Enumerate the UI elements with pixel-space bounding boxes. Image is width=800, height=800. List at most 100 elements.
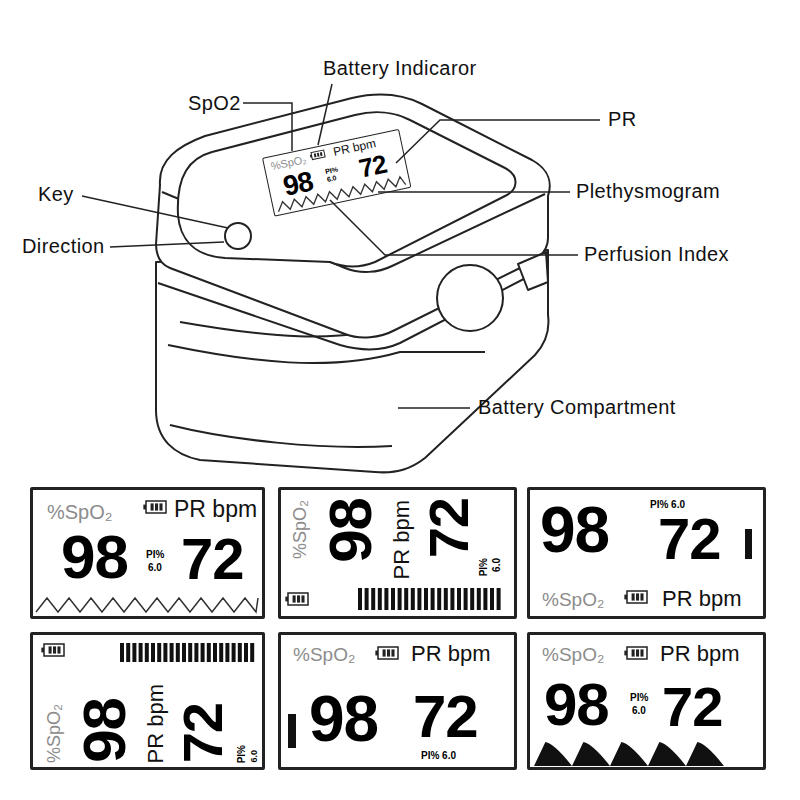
signal-bar — [288, 714, 296, 748]
top-panel — [178, 112, 516, 266]
callout-label: Direction — [22, 235, 105, 258]
callout-label: Perfusion Index — [584, 243, 729, 266]
leader-line — [398, 407, 470, 409]
parameter-label: %SpO₂ — [47, 502, 113, 522]
bar-graph-segment — [188, 643, 192, 662]
hinge-tab — [518, 252, 548, 290]
battery-level-bar — [636, 649, 639, 656]
battery-level-bar — [151, 503, 154, 510]
unit-label: PR bpm — [391, 500, 413, 579]
reading-value: 98 — [309, 687, 378, 751]
bar-graph-segment — [126, 643, 130, 662]
battery-level-bar — [57, 646, 60, 653]
bar-graph-segment — [219, 643, 223, 662]
pi-text: PI% — [479, 558, 489, 576]
reading-value: 72 — [175, 703, 231, 763]
battery-level-bar — [53, 646, 56, 653]
battery-terminal — [285, 597, 288, 602]
pi-text: PI% 6.0 — [421, 751, 456, 761]
bar-graph-segment — [450, 588, 454, 610]
bar-graph-segment — [477, 588, 481, 610]
unit-label: PR bpm — [660, 643, 739, 665]
bar-graph-segment — [232, 643, 236, 662]
bar-graph-segment — [194, 643, 198, 662]
battery-level-bar — [387, 649, 390, 656]
battery-terminal — [41, 648, 44, 653]
callout-label: PR — [608, 108, 637, 131]
battery-icon — [146, 501, 166, 513]
display-screen: %SpO₂98PR bpm72PI%6.0 — [30, 632, 265, 770]
reading-value: 72 — [662, 679, 722, 735]
bar-graph-segment — [404, 588, 408, 610]
battery-terminal — [375, 651, 378, 656]
battery-level-bar — [391, 649, 394, 656]
battery-door-edge — [170, 425, 392, 447]
pi-text: PI% — [630, 693, 648, 703]
battery-level-bar — [49, 646, 52, 653]
bar-graph-segment — [371, 588, 375, 610]
reading-value: 98 — [544, 675, 609, 735]
callout-label: Battery Indicaror — [323, 57, 477, 80]
battery-icon — [288, 593, 308, 605]
unit-label: PR bpm — [411, 643, 490, 665]
bar-graph-segment — [391, 588, 395, 610]
pi-text: PI% — [146, 550, 164, 560]
bar-graph-segment — [431, 588, 435, 610]
display-screen: %SpO₂98PR bpm72PI%6.0 — [278, 487, 517, 619]
bar-graph-segment — [163, 643, 167, 662]
display-screen: %SpO₂ PR bpm 98 PI% 6.0 72 — [30, 487, 265, 619]
leader-line — [396, 120, 600, 163]
reading-value: 72 — [421, 498, 477, 558]
battery-level-bar — [383, 649, 386, 656]
bar-graph-segment — [225, 643, 229, 662]
battery-level-bar — [159, 503, 162, 510]
bar-graph-segment — [358, 588, 362, 610]
unit-label: PR bpm — [174, 498, 257, 521]
bar-graph-segment — [483, 588, 487, 610]
display-screen: %SpO₂ PR bpm 98 PI% 6.0 72 — [527, 632, 766, 770]
battery-level-bar — [314, 153, 317, 157]
parameter-label: %SpO₂ — [45, 704, 63, 763]
battery-icon — [627, 591, 647, 603]
leader-line — [243, 103, 292, 151]
callout-label: SpO2 — [188, 92, 241, 115]
callout-label: Key — [38, 183, 74, 206]
pi-text: PI% — [324, 166, 338, 176]
device-screen-graphics — [268, 135, 406, 212]
pi-text: 6.0 — [632, 706, 646, 716]
bar-graph-segment — [490, 588, 494, 610]
parameter-label: %SpO₂ — [291, 500, 309, 559]
bar-graph-segment — [464, 588, 468, 610]
battery-terminal — [624, 595, 627, 600]
battery-level-bar — [632, 649, 635, 656]
reading-value: 98 — [540, 498, 609, 562]
leader-line — [330, 200, 578, 255]
battery-level-bar — [640, 593, 643, 600]
bar-graph-segment — [378, 588, 382, 610]
parameter-label: %SpO₂ — [542, 590, 604, 609]
battery-icon — [44, 644, 64, 656]
battery-level-bar — [155, 503, 158, 510]
signal-bar — [745, 529, 752, 559]
bar-graph-segment — [398, 588, 402, 610]
bar-graph-segment — [497, 588, 501, 610]
pi-text: 6.0 — [148, 563, 162, 573]
parameter-label: %SpO₂ — [293, 645, 355, 664]
plethysmogram-fill — [534, 742, 760, 766]
reading-value: 98 — [61, 526, 128, 588]
unit-label: PR bpm — [662, 588, 741, 610]
battery-level-bar — [297, 595, 300, 602]
bar-graph-segment — [238, 643, 242, 662]
parameter-label: %SpO₂ — [542, 645, 604, 664]
reading-value: 72 — [181, 530, 244, 588]
bar-graph-segment — [139, 643, 143, 662]
pi-text: 6.0 — [250, 750, 259, 763]
display-screen: %SpO₂PR bpm9872PI% 6.0 — [278, 632, 517, 770]
battery-level-bar — [301, 595, 304, 602]
upper-shell — [156, 95, 550, 338]
bar-graph-segment — [457, 588, 461, 610]
lower-groove — [168, 345, 485, 363]
bar-graph-segment — [411, 588, 415, 610]
leader-lines — [82, 84, 600, 408]
